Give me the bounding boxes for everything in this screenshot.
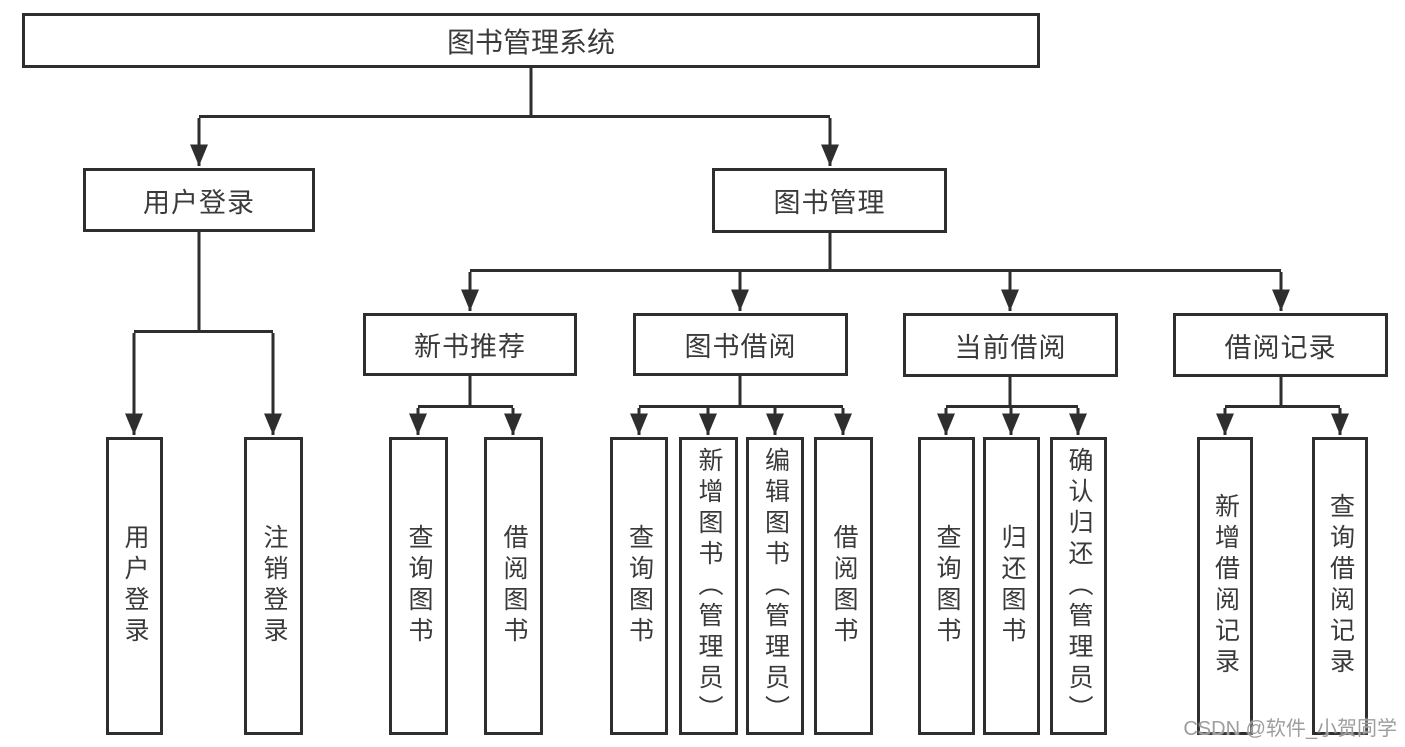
node-book-management: 图书管理 [712, 168, 947, 233]
node-user-login: 用户登录 [83, 168, 315, 232]
node-new-book-recommend: 新书推荐 [363, 313, 577, 376]
leaf-confirm-return-admin: 确认归还（管理员） [1050, 437, 1107, 735]
node-borrow-records: 借阅记录 [1173, 313, 1388, 377]
leaf-add-borrow-record: 新增借阅记录 [1197, 437, 1253, 735]
leaf-query-borrow-record: 查询借阅记录 [1312, 437, 1368, 735]
leaf-query-books-recommend: 查询图书 [389, 437, 448, 735]
leaf-edit-book-admin: 编辑图书（管理员） [746, 437, 804, 735]
leaf-logout-login: 注销登录 [244, 437, 303, 735]
csdn-watermark: CSDN @软件_小贺同学 [1183, 718, 1397, 740]
node-book-borrowing: 图书借阅 [633, 313, 848, 376]
node-current-borrowing: 当前借阅 [903, 313, 1118, 377]
leaf-add-book-admin: 新增图书（管理员） [679, 437, 738, 735]
leaf-query-books-current: 查询图书 [918, 437, 975, 735]
leaf-return-books: 归还图书 [983, 437, 1040, 735]
leaf-borrow-books-borrowing: 借阅图书 [814, 437, 873, 735]
leaf-borrow-books-recommend: 借阅图书 [484, 437, 543, 735]
node-library-management-system: 图书管理系统 [22, 13, 1040, 68]
leaf-query-books-borrowing: 查询图书 [610, 437, 668, 735]
leaf-user-login: 用户登录 [106, 437, 163, 735]
